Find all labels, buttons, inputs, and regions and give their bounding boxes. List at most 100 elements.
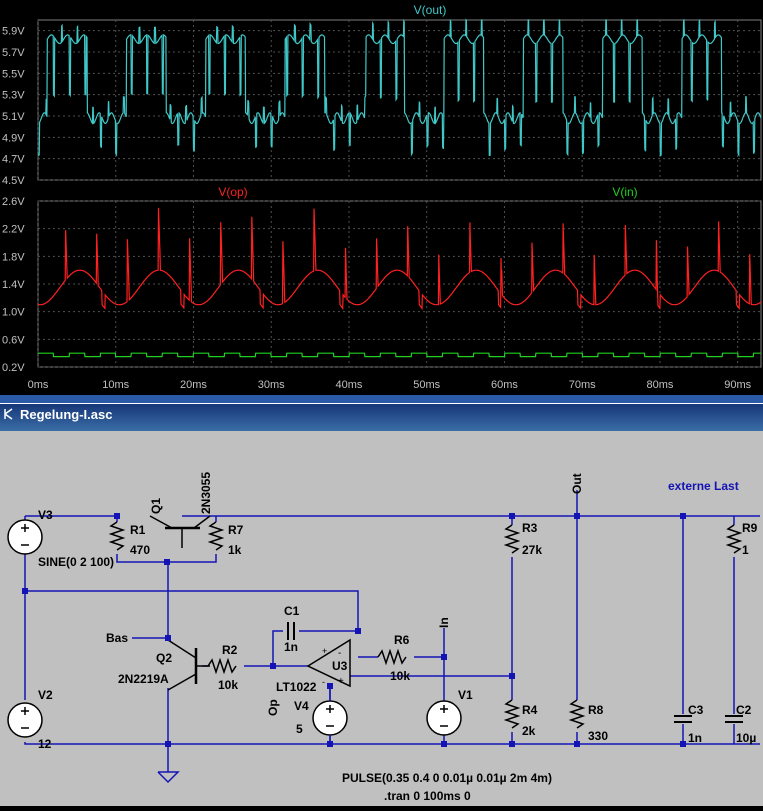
x-tick-label: 50ms bbox=[413, 379, 440, 391]
resistor-symbols bbox=[108, 521, 743, 729]
label-c2-value[interactable]: 10µ bbox=[736, 731, 756, 745]
directive-pulse[interactable]: PULSE(0.35 0.4 0 0.01µ 0.01µ 2m 4m) bbox=[342, 771, 552, 785]
source-v2 bbox=[7, 702, 43, 738]
x-tick-label: 80ms bbox=[646, 379, 673, 391]
schematic-canvas[interactable]: - + + - V3 SINE(0 2 100) R1 470 Q1 2N305… bbox=[0, 431, 763, 806]
y-tick-label: 1.4V bbox=[2, 279, 25, 291]
label-out[interactable]: Out bbox=[570, 473, 584, 494]
label-r6[interactable]: R6 bbox=[394, 633, 410, 647]
label-r6-value[interactable]: 10k bbox=[390, 669, 410, 683]
label-r1-value[interactable]: 470 bbox=[130, 543, 150, 557]
waveform-plot-svg[interactable]: 5.9V5.7V5.5V5.3V5.1V4.9V4.7V4.5V2.6V2.2V… bbox=[0, 0, 763, 395]
y-tick-label: 4.7V bbox=[2, 154, 25, 166]
label-q1[interactable]: Q1 bbox=[149, 498, 163, 514]
label-v2[interactable]: V2 bbox=[38, 688, 53, 702]
window-title: Regelung-I.asc bbox=[20, 407, 113, 422]
label-r9[interactable]: R9 bbox=[742, 521, 758, 535]
label-q1-value[interactable]: 2N3055 bbox=[199, 472, 213, 514]
label-r2[interactable]: R2 bbox=[222, 643, 238, 657]
voltage-sources bbox=[7, 519, 462, 738]
label-r9-value[interactable]: 1 bbox=[742, 543, 749, 557]
label-c1[interactable]: C1 bbox=[284, 604, 300, 618]
label-v4-value[interactable]: 5 bbox=[296, 722, 303, 736]
x-tick-label: 70ms bbox=[569, 379, 596, 391]
titlebar-strip bbox=[0, 395, 763, 404]
label-u3[interactable]: U3 bbox=[332, 659, 348, 673]
label-c3-value[interactable]: 1n bbox=[688, 731, 702, 745]
y-tick-label: 5.1V bbox=[2, 111, 25, 123]
y-tick-label: 4.9V bbox=[2, 132, 25, 144]
label-q2-value[interactable]: 2N2219A bbox=[118, 672, 169, 686]
resistor-r8 bbox=[568, 699, 586, 729]
directive-tran[interactable]: .tran 0 100ms 0 bbox=[384, 789, 471, 803]
source-signs bbox=[21, 524, 448, 729]
label-v4[interactable]: V4 bbox=[294, 699, 309, 713]
schematic-window-titlebar[interactable]: Regelung-I.asc bbox=[0, 395, 763, 431]
label-r8[interactable]: R8 bbox=[588, 703, 604, 717]
trace-vin bbox=[38, 352, 761, 358]
x-tick-label: 20ms bbox=[180, 379, 207, 391]
y-tick-label: 0.2V bbox=[2, 362, 25, 374]
junction-dots bbox=[22, 513, 686, 747]
label-bas[interactable]: Bas bbox=[106, 631, 128, 645]
schematic-heading[interactable]: externe Last bbox=[668, 479, 739, 493]
label-r3[interactable]: R3 bbox=[522, 521, 538, 535]
schematic-editor[interactable]: - + + - V3 SINE(0 2 100) R1 470 Q1 2N305… bbox=[0, 431, 763, 806]
label-r4-value[interactable]: 2k bbox=[522, 724, 536, 738]
resistor-r4 bbox=[503, 699, 521, 729]
transistor-q1 bbox=[149, 515, 211, 548]
label-v1[interactable]: V1 bbox=[458, 688, 473, 702]
label-in[interactable]: In bbox=[437, 617, 451, 628]
y-tick-label: 1.0V bbox=[2, 307, 25, 319]
label-q2[interactable]: Q2 bbox=[156, 651, 172, 665]
x-tick-label: 30ms bbox=[258, 379, 285, 391]
source-v1 bbox=[426, 700, 462, 736]
resistor-r7 bbox=[207, 521, 225, 551]
svg-text:+: + bbox=[322, 646, 327, 656]
label-r8-value[interactable]: 330 bbox=[588, 729, 608, 743]
transistor-q2 bbox=[167, 639, 210, 691]
y-tick-label: 0.6V bbox=[2, 334, 25, 346]
resistor-r9 bbox=[725, 524, 743, 554]
source-v3 bbox=[7, 519, 43, 555]
resistor-r2 bbox=[207, 657, 237, 675]
trace-vout bbox=[37, 18, 762, 158]
label-r3-value[interactable]: 27k bbox=[522, 543, 542, 557]
series-label-vin[interactable]: V(in) bbox=[612, 185, 637, 199]
series-label-vout[interactable]: V(out) bbox=[414, 3, 447, 17]
y-tick-label: 1.8V bbox=[2, 251, 25, 263]
series-label-vop[interactable]: V(op) bbox=[218, 185, 247, 199]
label-r7-value[interactable]: 1k bbox=[228, 543, 242, 557]
resistor-r1 bbox=[108, 521, 126, 551]
label-c3[interactable]: C3 bbox=[688, 703, 704, 717]
label-r4[interactable]: R4 bbox=[522, 703, 538, 717]
label-v3-value[interactable]: SINE(0 2 100) bbox=[38, 555, 114, 569]
label-v3[interactable]: V3 bbox=[38, 508, 53, 522]
label-r2-value[interactable]: 10k bbox=[218, 678, 238, 692]
svg-text:+: + bbox=[338, 676, 344, 687]
y-tick-label: 2.6V bbox=[2, 196, 25, 208]
opamp-u3 bbox=[306, 638, 351, 688]
x-tick-label: 10ms bbox=[102, 379, 129, 391]
label-v2-value[interactable]: 12 bbox=[38, 737, 52, 751]
x-tick-label: 60ms bbox=[491, 379, 518, 391]
y-tick-label: 5.7V bbox=[2, 47, 25, 59]
label-c1-value[interactable]: 1n bbox=[284, 640, 298, 654]
x-tick-label: 40ms bbox=[336, 379, 363, 391]
schematic-icon[interactable] bbox=[3, 408, 15, 420]
label-c2[interactable]: C2 bbox=[736, 703, 752, 717]
label-op[interactable]: Op bbox=[266, 699, 280, 716]
resistor-r3 bbox=[503, 524, 521, 554]
label-r7[interactable]: R7 bbox=[228, 523, 244, 537]
y-tick-label: 5.5V bbox=[2, 68, 25, 80]
y-tick-label: 2.2V bbox=[2, 224, 25, 236]
label-r1[interactable]: R1 bbox=[130, 523, 146, 537]
svg-text:-: - bbox=[338, 648, 341, 659]
y-tick-label: 4.5V bbox=[2, 175, 25, 187]
y-tick-label: 5.9V bbox=[2, 26, 25, 38]
svg-text:-: - bbox=[322, 677, 325, 687]
label-u3-value[interactable]: LT1022 bbox=[276, 680, 317, 694]
x-tick-label: 0ms bbox=[28, 379, 49, 391]
trace-vop bbox=[37, 207, 762, 311]
